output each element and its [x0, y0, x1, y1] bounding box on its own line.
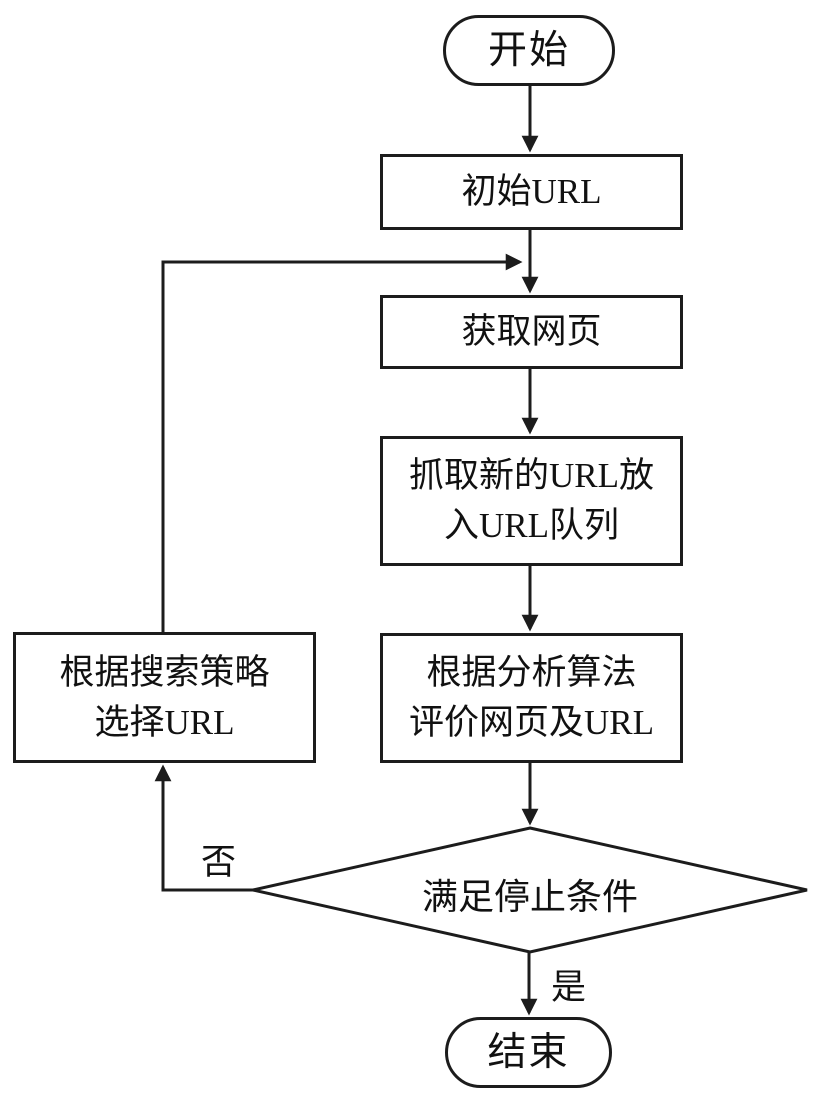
- node-evaluate: 根据分析算法 评价网页及URL: [380, 633, 683, 763]
- edge-label-yes: 是: [551, 968, 587, 1007]
- node-grab-urls: 抓取新的URL放 入URL队列: [380, 436, 683, 566]
- node-decision-label: 满足停止条件: [421, 877, 638, 917]
- node-initial-url: 初始URL: [380, 154, 683, 230]
- node-evaluate-label: 根据分析算法 评价网页及URL: [408, 653, 654, 742]
- node-end: 结束: [445, 1017, 612, 1088]
- node-select-url: 根据搜索策略 选择URL: [13, 632, 316, 763]
- arrow-loopback-to-junction: [161, 253, 523, 633]
- arrow-no-branch-to-select: [154, 764, 253, 892]
- edge-label-no: 否: [201, 843, 237, 882]
- node-start-label: 开始: [487, 28, 570, 72]
- node-start: 开始: [443, 15, 615, 86]
- node-fetch-page: 获取网页: [380, 295, 683, 369]
- node-initial-url-label: 初始URL: [461, 172, 602, 212]
- node-grab-urls-label: 抓取新的URL放 入URL队列: [408, 456, 654, 545]
- node-select-url-label: 根据搜索策略 选择URL: [59, 652, 270, 742]
- node-fetch-page-label: 获取网页: [461, 312, 602, 352]
- decision-diamond-shape: [252, 826, 808, 954]
- node-end-label: 结束: [487, 1030, 570, 1074]
